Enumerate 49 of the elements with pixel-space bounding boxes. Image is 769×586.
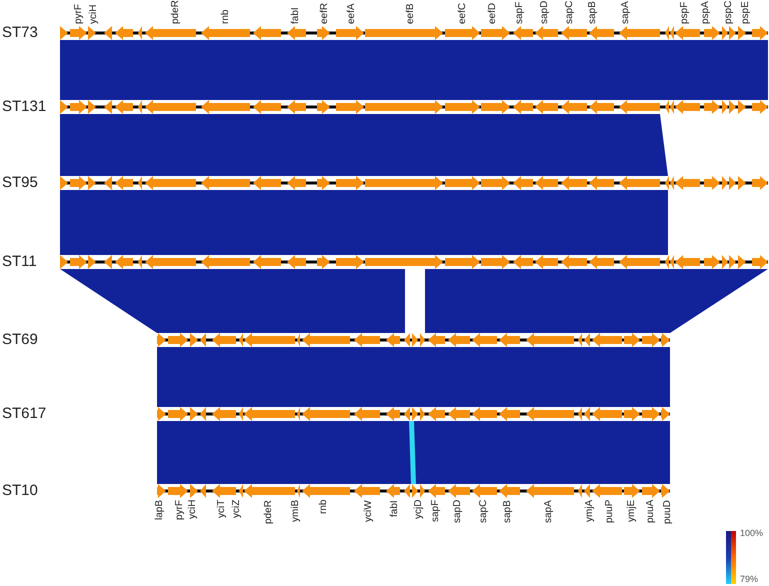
gene-label: puuP — [604, 500, 615, 523]
gene-label: pspE — [740, 1, 751, 24]
gene-label: eefR — [319, 2, 330, 24]
gene-label: eefC — [457, 2, 468, 24]
gene-label: yciH — [187, 500, 198, 519]
gene-label: sapB — [502, 500, 513, 523]
strain-label: ST617 — [2, 405, 46, 422]
gene-label: ymjE — [626, 500, 637, 522]
gene-label: pspC — [723, 0, 734, 24]
gene-label: puuD — [662, 500, 673, 524]
gene-label: pdeR — [263, 500, 274, 524]
strain-label: ST11 — [2, 253, 37, 270]
scale-label: 79% — [740, 574, 758, 584]
gene-label: yciW — [363, 500, 374, 522]
gene-label: fabI — [290, 7, 301, 24]
strain-label: ST73 — [2, 24, 38, 41]
gene-label: yciT — [216, 500, 227, 518]
gene-label: sapC — [478, 500, 489, 523]
gene-label: yciH — [88, 4, 99, 24]
strain-label: ST131 — [2, 98, 46, 115]
gene-label: pspA — [700, 1, 711, 24]
gene-label: eefB — [405, 3, 416, 24]
gene-label: ycjD — [413, 500, 424, 519]
gene-label: sapF — [514, 2, 525, 24]
gene-label: pdeR — [170, 0, 181, 24]
gene-label: sapB — [587, 1, 598, 24]
scale-label: 100% — [740, 528, 764, 538]
strain-label: ST69 — [2, 331, 38, 348]
gene-label: sapF — [430, 500, 441, 522]
gene-label: sapA — [543, 500, 554, 523]
gene-label: ymiB — [290, 500, 301, 522]
gene-label: yciZ — [231, 500, 242, 518]
gene-label: sapD — [539, 0, 550, 24]
gene-label: pspF — [679, 2, 690, 24]
gene-label: sapA — [620, 1, 631, 24]
gene-label: ymjA — [584, 500, 595, 522]
gene-label: lapB — [154, 500, 165, 520]
gene-label: eefA — [346, 3, 357, 24]
gene-label: rnb — [318, 500, 329, 514]
gene-label: rnb — [220, 10, 231, 24]
gene-label: sapC — [564, 0, 575, 24]
gene-label: puuA — [645, 500, 656, 523]
gene-label: pyrF — [73, 4, 84, 24]
gene-label: sapD — [452, 500, 463, 523]
strain-label: ST95 — [2, 174, 38, 191]
strain-label: ST10 — [2, 482, 38, 499]
gene-label: pyrF — [174, 500, 185, 520]
gene-label: eefD — [487, 2, 498, 24]
gene-label: fabI — [389, 500, 400, 517]
